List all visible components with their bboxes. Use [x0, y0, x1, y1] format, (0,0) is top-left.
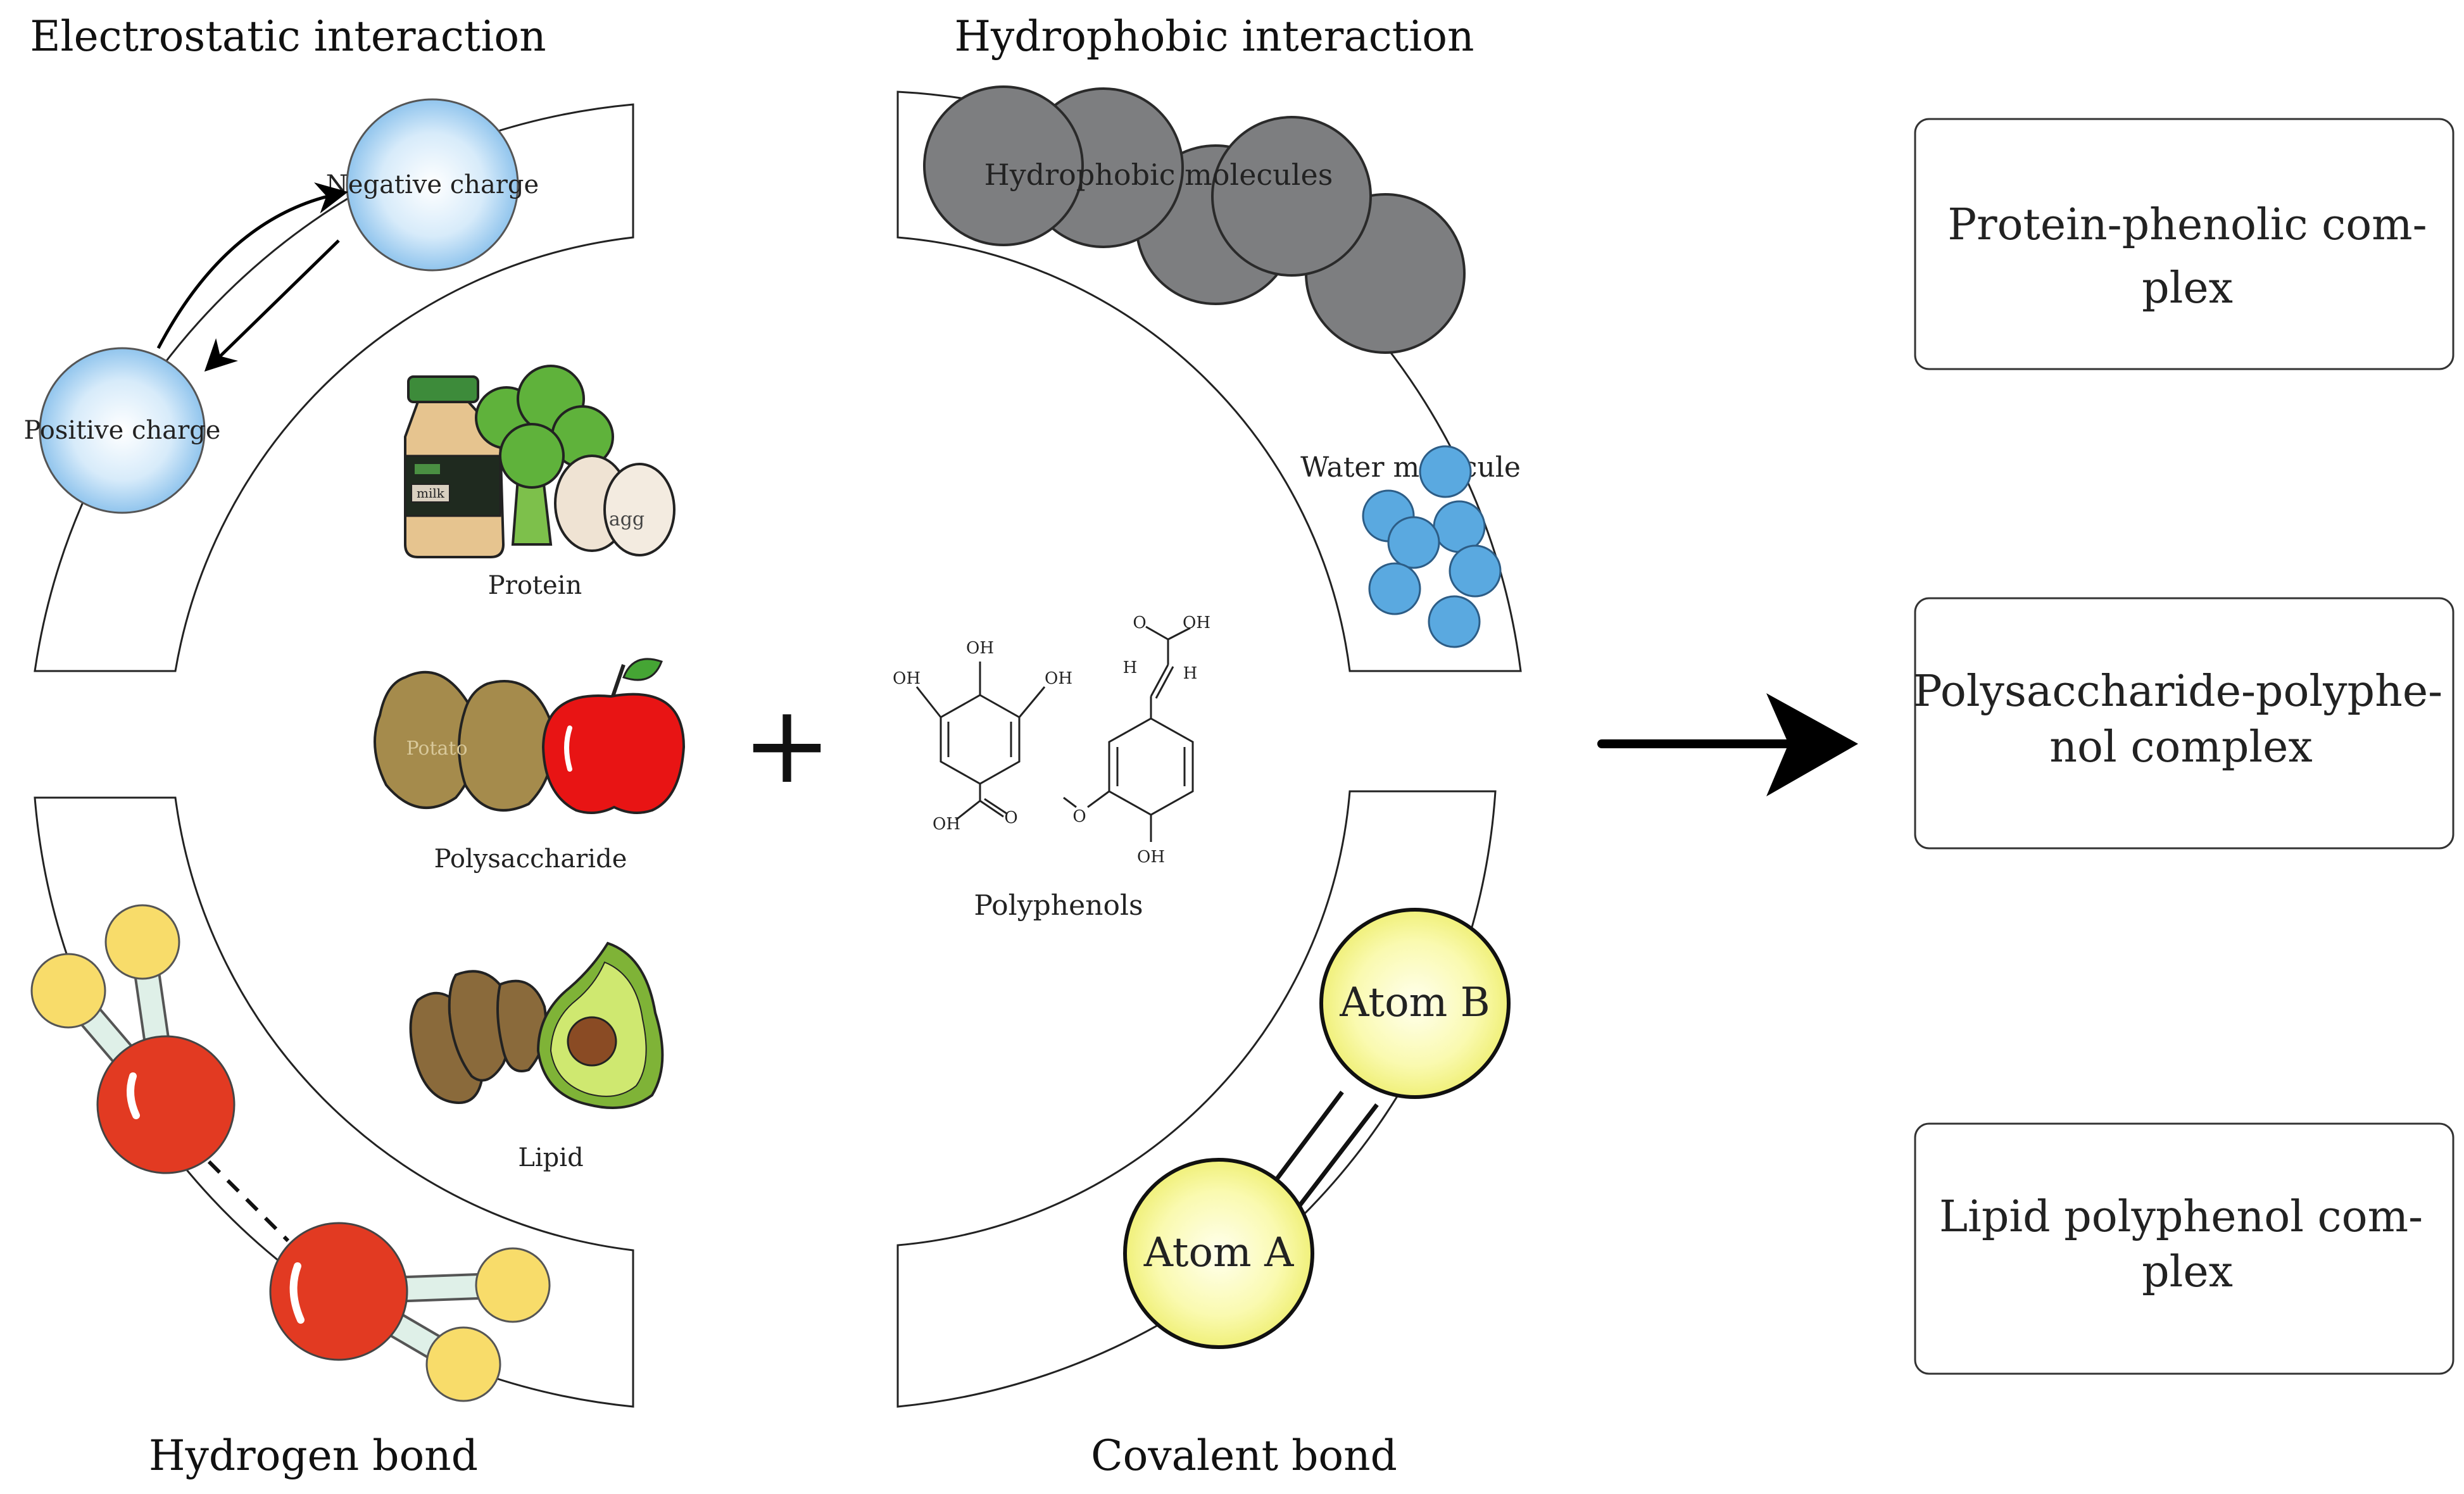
result-box-lipid-polyphenol: Lipid polyphenol com- plex [1914, 1122, 2455, 1375]
atom-label: O [1072, 807, 1086, 826]
atom-label: OH [1137, 848, 1165, 867]
covalent-bond-lines [1267, 1090, 1379, 1210]
hydrophobic-molecules-label: Hydrophobic molecules [984, 158, 1333, 192]
potato-text: Potato [406, 738, 467, 760]
atom-label: OH [1045, 669, 1072, 688]
polyphenols-label: Polyphenols [974, 889, 1143, 922]
atom-label: OH [966, 639, 994, 658]
polysaccharide-label: Polysaccharide [434, 844, 627, 874]
atom-label: H [1183, 664, 1198, 683]
electrostatic-title: Electrostatic interaction [30, 12, 546, 61]
negative-charge-label: Negative charge [326, 170, 539, 199]
peanuts-icon [409, 970, 548, 1104]
water-molecule-left [30, 904, 236, 1174]
result-box-protein-phenolic: Protein-phenolic com- plex [1914, 118, 2455, 370]
atom-label: OH [893, 669, 921, 688]
atom-label: H [1123, 658, 1138, 677]
hydrophobic-molecules-cluster [923, 85, 1466, 354]
result-box-line2: plex [2142, 263, 2233, 313]
ferulic-acid-structure [1063, 625, 1194, 842]
water-molecule-right [269, 1222, 551, 1402]
milk-bottle-icon: milk [404, 375, 505, 558]
result-box-line1: Protein-phenolic com- [1947, 200, 2427, 250]
egg-text: agg [609, 508, 644, 530]
positive-charge-sphere [39, 347, 206, 514]
atom-a-label: Atom A [1143, 1229, 1294, 1276]
result-box-line1: Lipid polyphenol com- [1939, 1192, 2423, 1242]
avocado-icon [536, 941, 664, 1109]
hydrogen-bond-title: Hydrogen bond [149, 1431, 478, 1480]
broccoli-icon [475, 365, 614, 546]
result-box-line1: Polysaccharide-polyphe- [1913, 667, 2442, 717]
atom-label: OH [1183, 613, 1210, 632]
positive-charge-label: Positive charge [24, 416, 221, 445]
result-box-line2: nol complex [2049, 722, 2312, 772]
milk-text: milk [417, 486, 445, 501]
polyphenol-atom-labels: OH OH OH OH O OH O H H O OH [893, 613, 1210, 867]
atom-label: OH [933, 815, 960, 834]
lipid-label: Lipid [518, 1143, 583, 1172]
result-arrow-head [1766, 693, 1858, 796]
water-molecules [1362, 445, 1502, 648]
water-molecule-label: Water molecule [1300, 451, 1521, 484]
result-box-polysaccharide-polyphenol: Polysaccharide-polyphe- nol complex [1913, 597, 2455, 850]
covalent-bond-title: Covalent bond [1091, 1431, 1397, 1480]
hydrophobic-title: Hydrophobic interaction [954, 12, 1474, 61]
atom-b [1319, 908, 1511, 1099]
eggs-icon: agg [554, 455, 676, 556]
gallic-acid-structure [915, 662, 1046, 821]
attraction-arrow-up [156, 182, 348, 349]
atom-label: O [1004, 808, 1017, 827]
atom-b-label: Atom B [1339, 979, 1490, 1026]
apple-icon [541, 658, 686, 814]
plus-sign: + [742, 682, 832, 808]
attraction-arrow-down [204, 239, 340, 372]
result-box-line2: plex [2142, 1247, 2233, 1297]
hydrogen-bond-dashes [207, 1160, 290, 1243]
atom-label: O [1133, 613, 1146, 632]
protein-label: Protein [488, 571, 582, 600]
atom-a [1123, 1158, 1314, 1349]
potatoes-icon: Potato [374, 670, 555, 812]
